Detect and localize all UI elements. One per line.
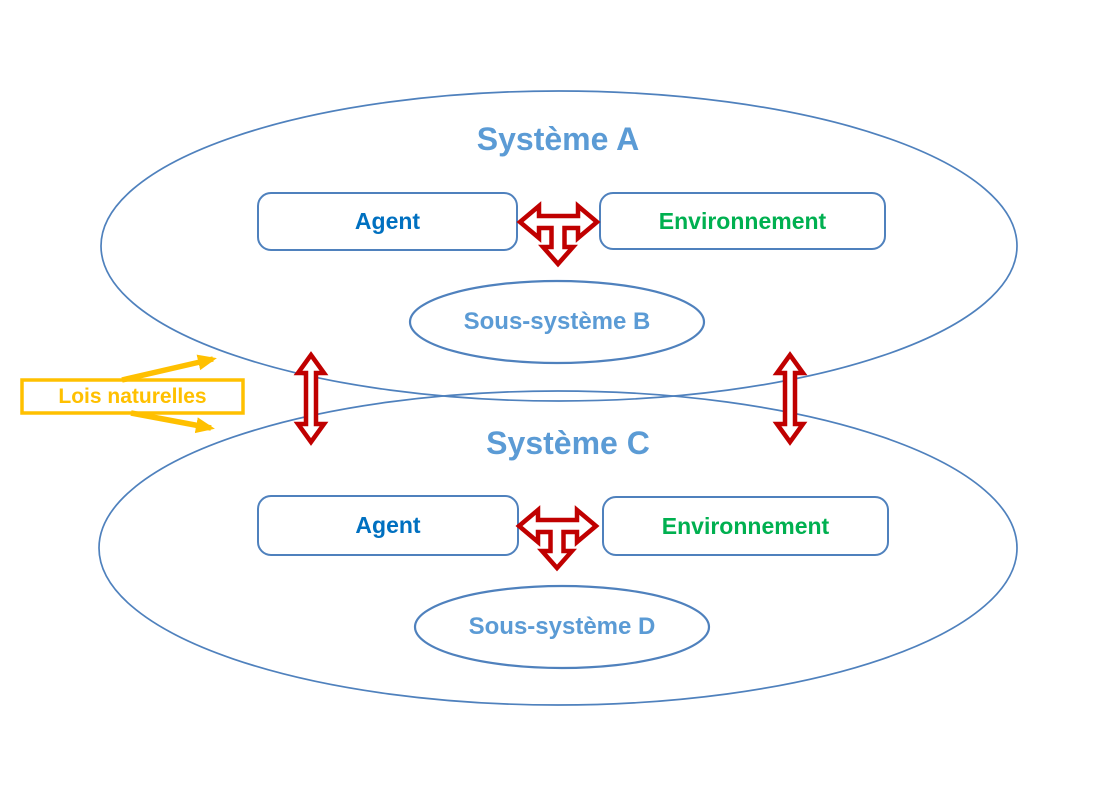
natural-laws-arrow-icon-to-system-c bbox=[130, 410, 215, 434]
environment-box-system-c bbox=[602, 496, 889, 556]
vertical-double-arrow-icon-left bbox=[293, 351, 329, 446]
three-way-arrow-icon-system-c bbox=[519, 510, 596, 568]
system-c-ellipse bbox=[98, 390, 1018, 706]
vertical-double-arrow-icon-right bbox=[777, 355, 803, 442]
natural-laws-arrow-icon-to-system-a bbox=[121, 354, 217, 383]
three-way-arrow-icon-system-a bbox=[516, 201, 601, 268]
agent-box-system-a bbox=[257, 192, 518, 251]
natural-laws-box bbox=[20, 378, 245, 415]
environment-box-system-a bbox=[599, 192, 886, 250]
agent-box-system-c bbox=[257, 495, 519, 556]
subsystem-d-ellipse bbox=[413, 584, 711, 670]
system-a-ellipse bbox=[100, 90, 1018, 402]
subsystem-b-ellipse bbox=[408, 279, 706, 365]
